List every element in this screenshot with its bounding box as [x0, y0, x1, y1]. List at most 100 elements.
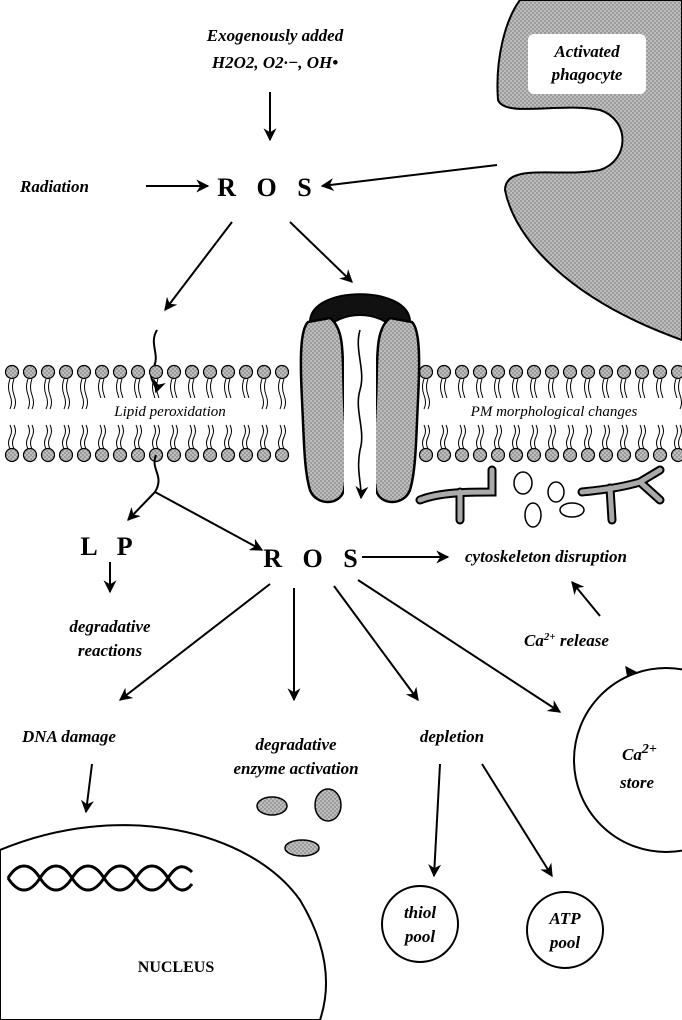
lipid-tail-top: [9, 379, 16, 409]
lipid-head-bottom: [6, 449, 19, 462]
lipid-tail-bottom: [495, 425, 502, 449]
cytoskeleton-fragments: [420, 470, 660, 527]
thiol-pool-line1: thiol: [404, 903, 436, 922]
lipid-tail-bottom: [657, 425, 664, 449]
lipid-peroxidation-label: Lipid peroxidation: [113, 404, 226, 420]
lipid-tail-top: [27, 379, 34, 409]
lipid-tail-top: [45, 379, 52, 409]
arrow-into-membrane: [151, 330, 157, 392]
lipid-tail-bottom: [81, 425, 88, 449]
lipid-head-top: [438, 366, 451, 379]
lipid-tail-bottom: [549, 425, 556, 449]
lipid-head-top: [492, 366, 505, 379]
enzyme-blobs: [257, 789, 341, 856]
lipid-tail-top: [279, 379, 286, 409]
lipid-tail-bottom: [27, 425, 34, 449]
lipid-tail-bottom: [477, 425, 484, 449]
lipid-tail-bottom: [459, 425, 466, 449]
lipid-head-bottom: [654, 449, 667, 462]
enzyme-label-line1: degradative: [255, 735, 337, 754]
lipid-head-top: [474, 366, 487, 379]
lipid-head-bottom: [456, 449, 469, 462]
lipid-head-top: [222, 366, 235, 379]
arrow-ros-to-depletion: [334, 586, 418, 700]
lipid-tail-bottom: [9, 425, 16, 449]
lipid-tail-bottom: [513, 425, 520, 449]
lipid-head-top: [546, 366, 559, 379]
lipid-tail-bottom: [171, 425, 178, 449]
lipid-head-bottom: [78, 449, 91, 462]
lipid-head-top: [60, 366, 73, 379]
lipid-head-top: [276, 366, 289, 379]
arrow-depletion-to-atp: [482, 764, 552, 876]
lipid-tail-bottom: [585, 425, 592, 449]
lipid-head-top: [204, 366, 217, 379]
lipid-head-bottom: [474, 449, 487, 462]
ca-store-label-line2: store: [619, 773, 654, 792]
lipid-head-bottom: [186, 449, 199, 462]
lipid-head-bottom: [114, 449, 127, 462]
lipid-head-bottom: [510, 449, 523, 462]
lipid-head-top: [636, 366, 649, 379]
lipid-head-bottom: [600, 449, 613, 462]
ca-release-label: Ca2+ release: [524, 631, 609, 650]
lipid-head-bottom: [564, 449, 577, 462]
lipid-head-top: [150, 366, 163, 379]
arrow-ros-to-dna: [120, 584, 270, 700]
lipid-tail-bottom: [621, 425, 628, 449]
lipid-head-bottom: [240, 449, 253, 462]
lipid-head-bottom: [492, 449, 505, 462]
ros-center-label: R O S: [263, 544, 364, 573]
lipid-tail-bottom: [45, 425, 52, 449]
exogenous-label: Exogenously added: [206, 26, 344, 45]
atp-pool-line2: pool: [548, 933, 581, 952]
lipid-head-bottom: [420, 449, 433, 462]
lipid-tail-bottom: [153, 425, 160, 449]
lipid-tail-top: [423, 379, 430, 409]
atp-pool-line1: ATP: [548, 909, 581, 928]
lipid-head-bottom: [168, 449, 181, 462]
lp-label: L P: [80, 532, 139, 561]
pm-changes-label: PM morphological changes: [470, 404, 638, 420]
arrow-ros-to-channel: [290, 222, 352, 282]
lipid-head-top: [24, 366, 37, 379]
degradative-reactions-line1: degradative: [69, 617, 151, 636]
phagocyte-label-line1: Activated: [553, 42, 620, 61]
lipid-head-top: [114, 366, 127, 379]
lipid-head-top: [42, 366, 55, 379]
lipid-head-top: [564, 366, 577, 379]
arrow-to-ros-center: [155, 492, 262, 550]
exogenous-species-label: H2O2, O2·−, OH•: [211, 53, 338, 72]
lipid-tail-bottom: [207, 425, 214, 449]
lipid-tail-bottom: [675, 425, 682, 449]
lipid-head-bottom: [276, 449, 289, 462]
lipid-head-top: [582, 366, 595, 379]
lipid-tail-bottom: [189, 425, 196, 449]
lipid-head-bottom: [258, 449, 271, 462]
phagocyte-label-line2: phagocyte: [550, 65, 623, 84]
lipid-head-bottom: [222, 449, 235, 462]
thiol-pool-circle: [382, 886, 458, 962]
lipid-head-top: [168, 366, 181, 379]
lipid-tail-bottom: [639, 425, 646, 449]
lipid-head-bottom: [618, 449, 631, 462]
lipid-head-bottom: [42, 449, 55, 462]
arrow-phagocyte-to-ros: [322, 165, 497, 186]
lipid-head-bottom: [60, 449, 73, 462]
lipid-head-top: [528, 366, 541, 379]
arrow-ros-to-membrane: [165, 222, 232, 310]
lipid-tail-bottom: [261, 425, 268, 449]
lipid-tail-bottom: [567, 425, 574, 449]
lipid-tail-bottom: [531, 425, 538, 449]
lipid-head-top: [618, 366, 631, 379]
phagocyte-cell: Activated phagocyte: [497, 0, 682, 340]
arrow-depletion-to-thiol: [434, 764, 440, 876]
lipid-head-top: [456, 366, 469, 379]
lipid-tail-bottom: [243, 425, 250, 449]
lipid-head-top: [132, 366, 145, 379]
membrane-channel: [301, 294, 419, 502]
lipid-tail-bottom: [279, 425, 286, 449]
lipid-head-bottom: [582, 449, 595, 462]
ros-top-label: R O S: [217, 173, 318, 202]
